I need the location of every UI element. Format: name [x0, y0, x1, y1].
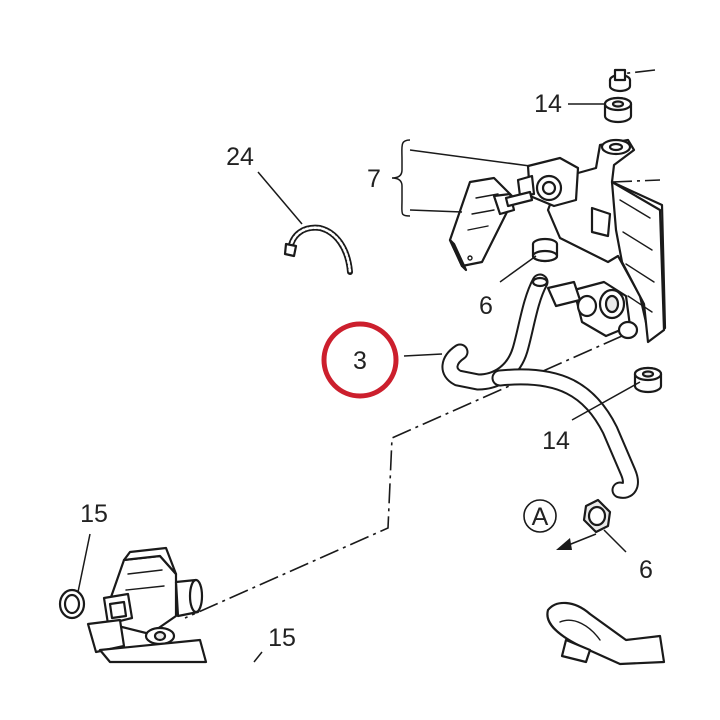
leader-24 [257, 171, 303, 225]
connector-a-circle [523, 499, 557, 533]
callout-14-top: 14 [534, 90, 562, 118]
callout-15-lower: 15 [268, 624, 296, 652]
grommet-14-top [603, 96, 633, 124]
direction-arrow [556, 533, 597, 550]
callout-a: A [532, 503, 549, 531]
callout-15-upper: 15 [80, 500, 108, 528]
hose-3 [441, 273, 549, 391]
valve-assembly [86, 546, 208, 664]
leader-7-lower [409, 209, 463, 213]
leader-3 [403, 353, 443, 357]
leader-15-upper [77, 533, 91, 593]
hose-clamp-6-lower [582, 498, 612, 534]
hose-clip-24 [283, 224, 353, 275]
sensor-7 [448, 176, 534, 272]
callout-6-lower: 6 [639, 556, 653, 584]
callout-24: 24 [226, 143, 254, 171]
grommet-14-lower [633, 366, 663, 394]
routing-line-hose [184, 335, 623, 619]
callout-3: 3 [353, 347, 367, 375]
routing-line-top [619, 69, 656, 75]
callout-14-lower: 14 [542, 427, 570, 455]
brace-7 [391, 139, 411, 217]
leader-6-upper [499, 255, 537, 283]
callout-6-upper: 6 [479, 292, 493, 320]
long-hose [491, 368, 639, 499]
o-ring-15 [58, 588, 86, 620]
leader-6-lower [603, 529, 627, 553]
lower-right-component [546, 601, 666, 666]
routing-line-bracket [611, 179, 661, 183]
callout-7: 7 [367, 165, 381, 193]
leader-14-lower [571, 381, 641, 421]
highlight-ring [321, 321, 399, 399]
grommet-bolt-top [608, 68, 632, 93]
hose-clamp-6-upper [531, 237, 559, 263]
bracket-port [546, 280, 639, 340]
leader-7-upper [409, 149, 531, 167]
leader-15-lower [253, 651, 263, 663]
